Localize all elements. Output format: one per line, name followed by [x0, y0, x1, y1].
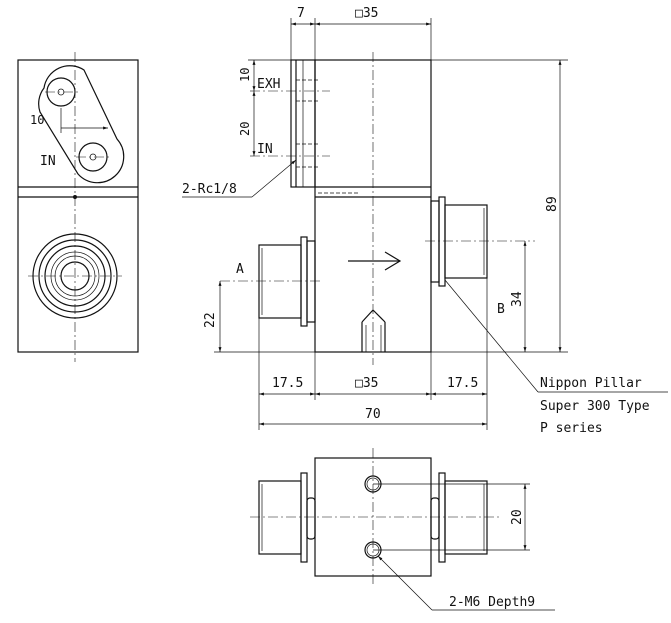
port-b-fitting — [425, 196, 535, 287]
dim-in-spacing: 20 — [238, 122, 252, 136]
front-view: 7 □35 89 34 B 22 A 10 20 EXH IN 2-Rc1/8 — [182, 6, 668, 436]
dim-port-b-height: 34 — [510, 291, 525, 307]
dim-top-width: 7 — [297, 6, 305, 21]
dim-side-b: 17.5 — [447, 376, 478, 391]
rc-thread-label: 2-Rc1/8 — [182, 182, 237, 197]
tapped-hole — [361, 309, 386, 352]
callout-line-3: P series — [540, 421, 603, 436]
m6-thread-label: 2-M6 Depth9 — [449, 595, 535, 610]
dim-height-total: 89 — [545, 196, 560, 212]
dim-bottom-square: □35 — [355, 376, 378, 391]
callout-line-1: Nippon Pillar — [540, 376, 642, 391]
dim-port-a-height: 22 — [203, 312, 218, 328]
dim-hole-spacing: 20 — [510, 509, 525, 525]
left-side-view: 10 IN — [17, 52, 139, 362]
dim-top-square: □35 — [355, 6, 378, 21]
callout-line-2: Super 300 Type — [540, 399, 650, 414]
dim-exh-spacing: 10 — [238, 68, 252, 82]
pilot-fittings — [250, 59, 330, 188]
left-offset-dim: 10 — [30, 113, 44, 127]
bottom-view: 20 2-M6 Depth9 — [250, 448, 555, 611]
dim-side-a: 17.5 — [272, 376, 303, 391]
in-top-label: IN — [257, 142, 273, 157]
exh-label: EXH — [257, 77, 280, 92]
port-a-fitting — [220, 236, 322, 327]
port-b-label: B — [497, 302, 505, 317]
dim-overall-width: 70 — [365, 407, 381, 422]
flow-arrow-icon — [348, 251, 402, 271]
port-a-label: A — [236, 262, 244, 277]
in-left-label: IN — [40, 154, 56, 169]
